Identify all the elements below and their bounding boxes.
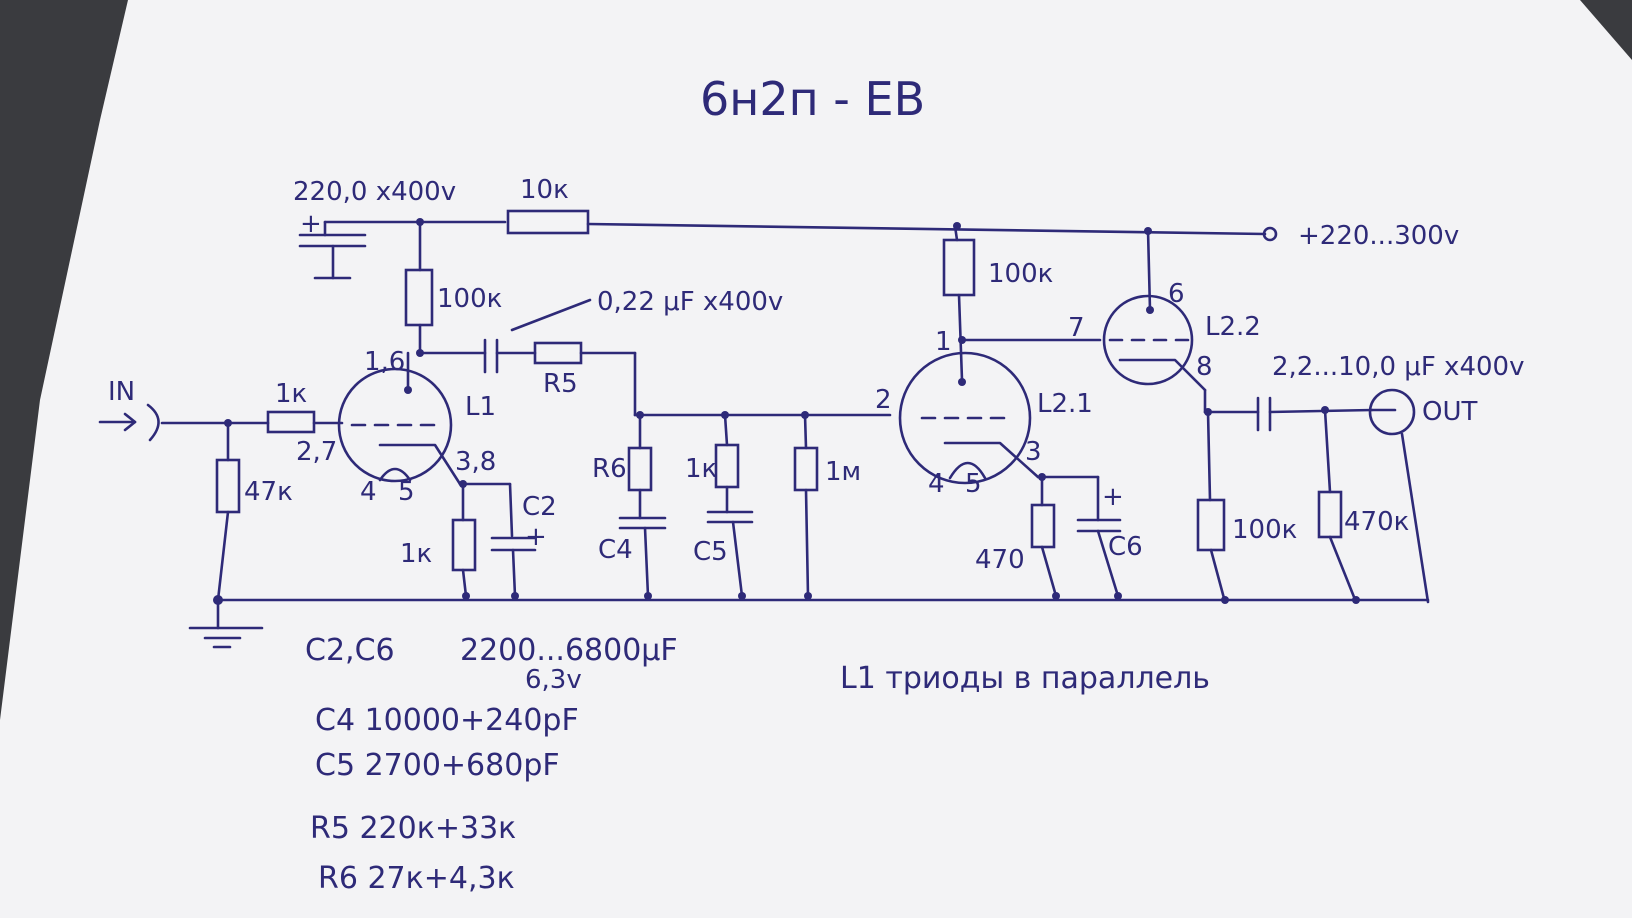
l1-heater-pin-5: 5 [398,477,415,507]
l21-heater-pin-4: 4 [928,469,945,499]
l1-label: L1 [465,392,496,422]
supply-voltage-label: +220...300v [1298,221,1459,251]
note-c5: C5 2700+680pF [315,748,560,783]
note-l1-parallel: L1 триоды в параллель [840,661,1210,696]
filter-resistor-label: 10к [520,175,569,205]
l22-tube [1102,228,1207,392]
input-label: IN [108,377,135,407]
note-r5: R5 220к+33к [310,811,516,846]
l22-grid-pin: 7 [1068,313,1085,343]
input-series-resistor-label: 1к [275,379,307,409]
filter-capacitor-label: 220,0 x400v [293,177,456,207]
l1-grid-pins: 2,7 [296,437,337,467]
input-shunt-resistor [215,421,241,602]
note-c4: C4 10000+240pF [315,703,579,738]
output-capacitor-label: 2,2...10,0 μF x400v [1272,352,1524,382]
note-r6: R6 27к+4,3к [318,861,515,896]
output-jack [1368,388,1430,604]
l22-label: L2.2 [1205,312,1261,342]
note-c2c6-name: C2,C6 [305,633,395,668]
filter-capacitor-plus: + [300,209,322,239]
l2-grid-resistor-label: 1м [825,457,861,487]
l21-cathode-pin: 3 [1025,437,1042,467]
r6-label: R6 [592,454,627,484]
output-shunt-resistor-label: 470к [1344,507,1409,537]
l1-anode-pins: 1,6 [364,347,405,377]
c2-label: C2 [522,492,557,522]
coupling-label-arrow [510,298,592,332]
l1-cathode-pins: 3,8 [455,447,496,477]
input-jack [98,403,270,442]
c2-plus: + [525,522,547,552]
l1-anode-network [404,220,487,392]
l21-label: L2.1 [1037,389,1093,419]
l1-tube [337,367,462,486]
coupling-capacitor [483,338,537,374]
title: 6н2п - ЕВ [700,72,925,126]
l21-anode-resistor-label: 100к [988,259,1053,289]
l22-cathode-pin: 8 [1196,352,1213,382]
correction-network [618,351,892,598]
note-c2c6-value: 2200...6800μF [460,633,678,668]
c5-label: C5 [693,537,728,567]
c6-label: C6 [1108,532,1143,562]
l21-grid-pin: 2 [875,385,892,415]
coupling-capacitor-label: 0,22 μF x400v [597,287,783,317]
r5-label: R5 [543,369,578,399]
l21-anode-pin: 1 [935,327,952,357]
c6-plus: + [1102,482,1124,512]
input-shunt-resistor-label: 47к [244,477,293,507]
l22-cathode-resistor-label: 100к [1232,515,1297,545]
l1-cathode-network [451,482,537,598]
c5-resistor-label: 1к [685,454,717,484]
c4-label: C4 [598,535,633,565]
output-label: OUT [1422,397,1477,427]
note-c2c6-voltage: 6,3v [525,665,582,695]
l1-anode-resistor-label: 100к [437,284,502,314]
l21-tube [898,351,1040,485]
l22-anode-pin: 6 [1168,279,1185,309]
output-network [1196,388,1374,604]
l21-heater-pin-5: 5 [965,469,982,499]
filter-resistor [506,209,590,235]
l21-cathode-resistor-label: 470 [975,545,1025,575]
filter-capacitor [298,220,367,280]
junction-dots [213,218,1360,605]
l21-cathode-network [1030,475,1122,598]
l1-cathode-resistor-label: 1к [400,539,432,569]
supply-rail [323,220,1278,242]
l1-heater-pin-4: 4 [360,477,377,507]
